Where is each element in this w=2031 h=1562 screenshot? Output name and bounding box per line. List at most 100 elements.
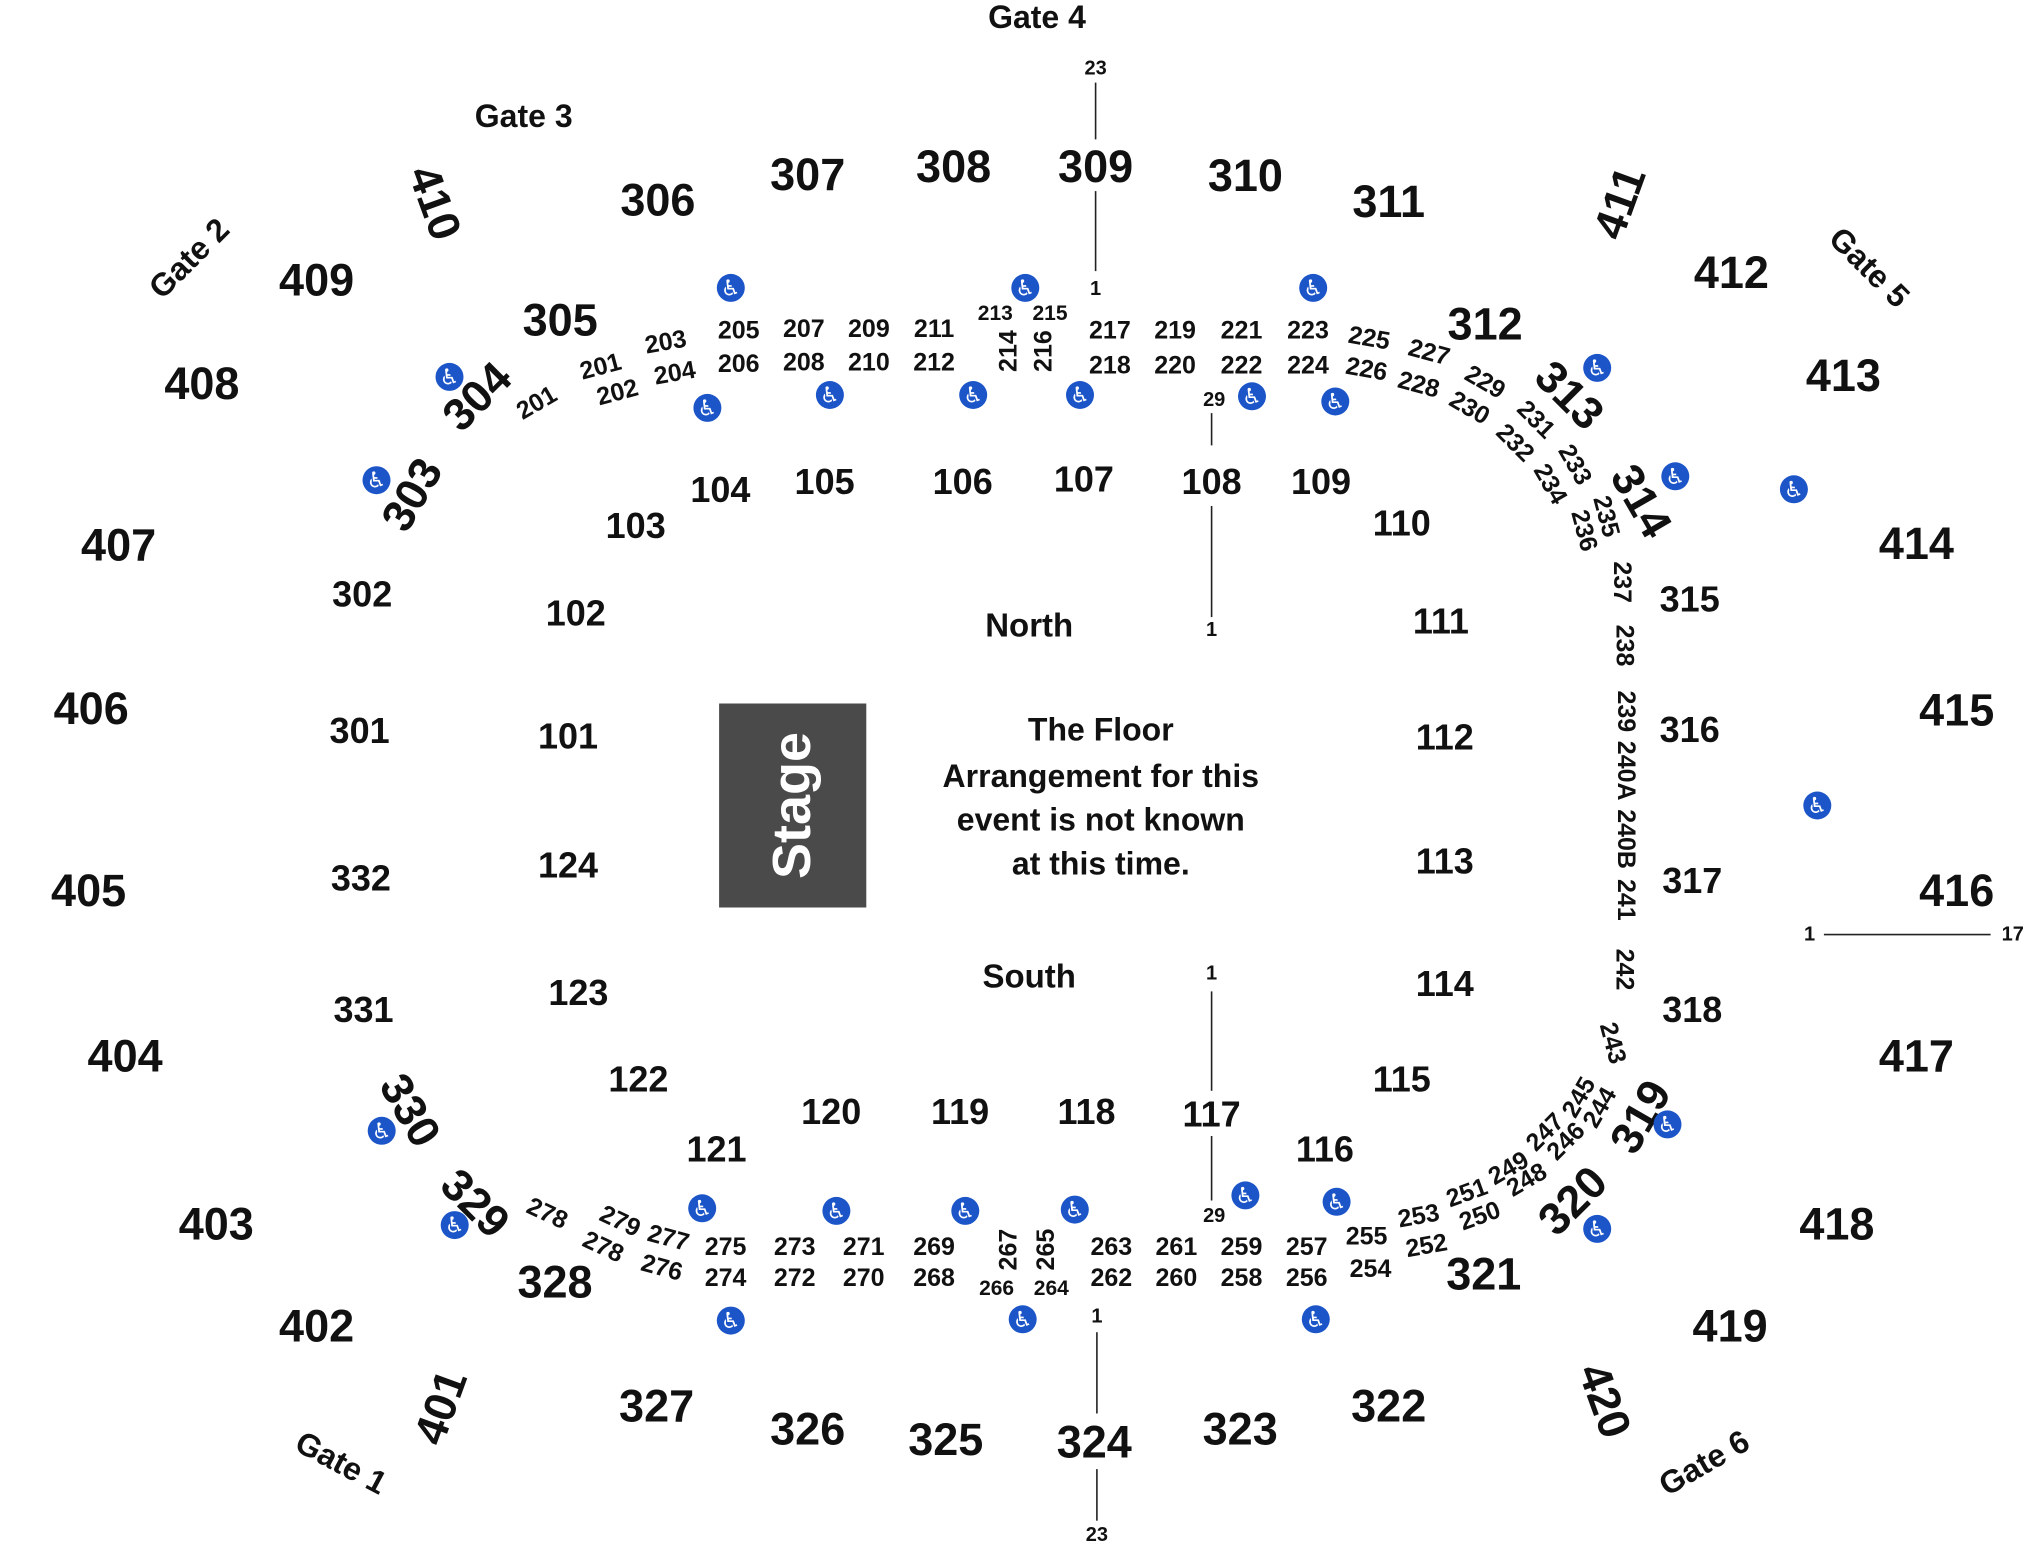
section-116[interactable]: 116 <box>1296 1128 1354 1169</box>
section-120[interactable]: 120 <box>801 1091 861 1132</box>
section-103[interactable]: 103 <box>606 505 666 546</box>
section-123[interactable]: 123 <box>548 972 608 1013</box>
section-413[interactable]: 413 <box>1806 350 1881 401</box>
section-404[interactable]: 404 <box>88 1031 163 1082</box>
section-242[interactable]: 242 <box>1611 949 1639 991</box>
section-124[interactable]: 124 <box>538 844 598 885</box>
section-121[interactable]: 121 <box>686 1128 746 1169</box>
section-214[interactable]: 214 <box>994 330 1022 372</box>
section-108[interactable]: 108 <box>1182 461 1242 502</box>
section-223[interactable]: 223 <box>1287 317 1329 345</box>
section-408[interactable]: 408 <box>164 358 239 409</box>
section-228[interactable]: 228 <box>1395 366 1443 404</box>
section-328[interactable]: 328 <box>517 1256 592 1307</box>
section-109[interactable]: 109 <box>1291 461 1351 502</box>
section-315[interactable]: 315 <box>1660 579 1720 620</box>
section-222[interactable]: 222 <box>1221 351 1263 379</box>
section-257[interactable]: 257 <box>1286 1233 1328 1261</box>
section-253[interactable]: 253 <box>1396 1199 1442 1234</box>
section-263[interactable]: 263 <box>1090 1233 1132 1261</box>
section-324[interactable]: 324 <box>1057 1416 1132 1467</box>
section-414[interactable]: 414 <box>1879 518 1954 569</box>
section-226[interactable]: 226 <box>1344 352 1390 387</box>
section-112[interactable]: 112 <box>1416 717 1474 758</box>
section-207[interactable]: 207 <box>783 315 825 343</box>
section-206[interactable]: 206 <box>718 350 760 378</box>
section-239[interactable]: 239 <box>1612 690 1640 732</box>
section-266[interactable]: 266 <box>979 1277 1014 1300</box>
section-303[interactable]: 303 <box>371 449 453 540</box>
section-420[interactable]: 420 <box>1568 1357 1642 1445</box>
section-220[interactable]: 220 <box>1154 351 1196 379</box>
section-410[interactable]: 410 <box>398 159 472 247</box>
section-238[interactable]: 238 <box>1611 625 1639 667</box>
section-327[interactable]: 327 <box>619 1380 694 1431</box>
section-301[interactable]: 301 <box>330 710 390 751</box>
section-316[interactable]: 316 <box>1660 709 1720 750</box>
section-111[interactable]: 111 <box>1413 600 1469 641</box>
section-252[interactable]: 252 <box>1404 1228 1450 1263</box>
section-118[interactable]: 118 <box>1057 1091 1115 1132</box>
section-215[interactable]: 215 <box>1032 302 1067 325</box>
section-267[interactable]: 267 <box>994 1229 1022 1271</box>
section-403[interactable]: 403 <box>179 1198 254 1249</box>
section-240A[interactable]: 240A <box>1612 741 1640 801</box>
section-416[interactable]: 416 <box>1919 865 1994 916</box>
section-402[interactable]: 402 <box>279 1300 354 1351</box>
section-218[interactable]: 218 <box>1089 351 1131 379</box>
section-240B[interactable]: 240B <box>1612 809 1640 869</box>
section-305[interactable]: 305 <box>523 295 598 346</box>
section-211[interactable]: 211 <box>914 315 954 343</box>
section-219[interactable]: 219 <box>1154 317 1196 345</box>
section-306[interactable]: 306 <box>620 175 695 226</box>
section-254[interactable]: 254 <box>1350 1255 1392 1283</box>
section-278[interactable]: 278 <box>522 1192 572 1235</box>
section-241[interactable]: 241 <box>1612 879 1640 921</box>
section-106[interactable]: 106 <box>933 461 993 502</box>
section-268[interactable]: 268 <box>913 1264 955 1292</box>
section-265[interactable]: 265 <box>1032 1229 1060 1271</box>
section-260[interactable]: 260 <box>1156 1264 1198 1292</box>
section-307[interactable]: 307 <box>770 149 845 200</box>
section-312[interactable]: 312 <box>1448 299 1523 350</box>
section-225[interactable]: 225 <box>1346 321 1392 356</box>
section-407[interactable]: 407 <box>81 519 156 570</box>
section-318[interactable]: 318 <box>1662 989 1722 1030</box>
section-262[interactable]: 262 <box>1090 1264 1132 1292</box>
section-217[interactable]: 217 <box>1089 317 1131 345</box>
section-208[interactable]: 208 <box>783 349 825 377</box>
section-113[interactable]: 113 <box>1416 841 1474 882</box>
section-261[interactable]: 261 <box>1156 1233 1198 1261</box>
section-308[interactable]: 308 <box>916 141 991 192</box>
section-310[interactable]: 310 <box>1208 150 1283 201</box>
section-317[interactable]: 317 <box>1662 860 1722 901</box>
section-323[interactable]: 323 <box>1203 1404 1278 1455</box>
section-101[interactable]: 101 <box>538 715 598 756</box>
section-221[interactable]: 221 <box>1221 317 1263 345</box>
section-271[interactable]: 271 <box>843 1233 885 1261</box>
section-209[interactable]: 209 <box>848 315 890 343</box>
section-104[interactable]: 104 <box>690 469 750 510</box>
section-227[interactable]: 227 <box>1405 333 1453 371</box>
section-415[interactable]: 415 <box>1919 685 1994 736</box>
section-110[interactable]: 110 <box>1373 502 1431 543</box>
section-401[interactable]: 401 <box>403 1363 477 1451</box>
section-119[interactable]: 119 <box>931 1091 989 1132</box>
section-203[interactable]: 203 <box>643 325 689 360</box>
section-259[interactable]: 259 <box>1221 1233 1263 1261</box>
section-406[interactable]: 406 <box>54 683 129 734</box>
section-102[interactable]: 102 <box>546 593 606 634</box>
section-274[interactable]: 274 <box>705 1264 747 1292</box>
section-115[interactable]: 115 <box>1373 1059 1431 1100</box>
section-418[interactable]: 418 <box>1799 1198 1874 1249</box>
section-409[interactable]: 409 <box>279 255 354 306</box>
section-332[interactable]: 332 <box>331 857 391 898</box>
section-122[interactable]: 122 <box>608 1059 668 1100</box>
section-256[interactable]: 256 <box>1286 1264 1328 1292</box>
section-322[interactable]: 322 <box>1351 1380 1426 1431</box>
section-309[interactable]: 309 <box>1058 141 1133 192</box>
section-326[interactable]: 326 <box>770 1404 845 1455</box>
section-205[interactable]: 205 <box>718 317 760 345</box>
section-331[interactable]: 331 <box>333 989 393 1030</box>
section-321[interactable]: 321 <box>1446 1249 1521 1300</box>
